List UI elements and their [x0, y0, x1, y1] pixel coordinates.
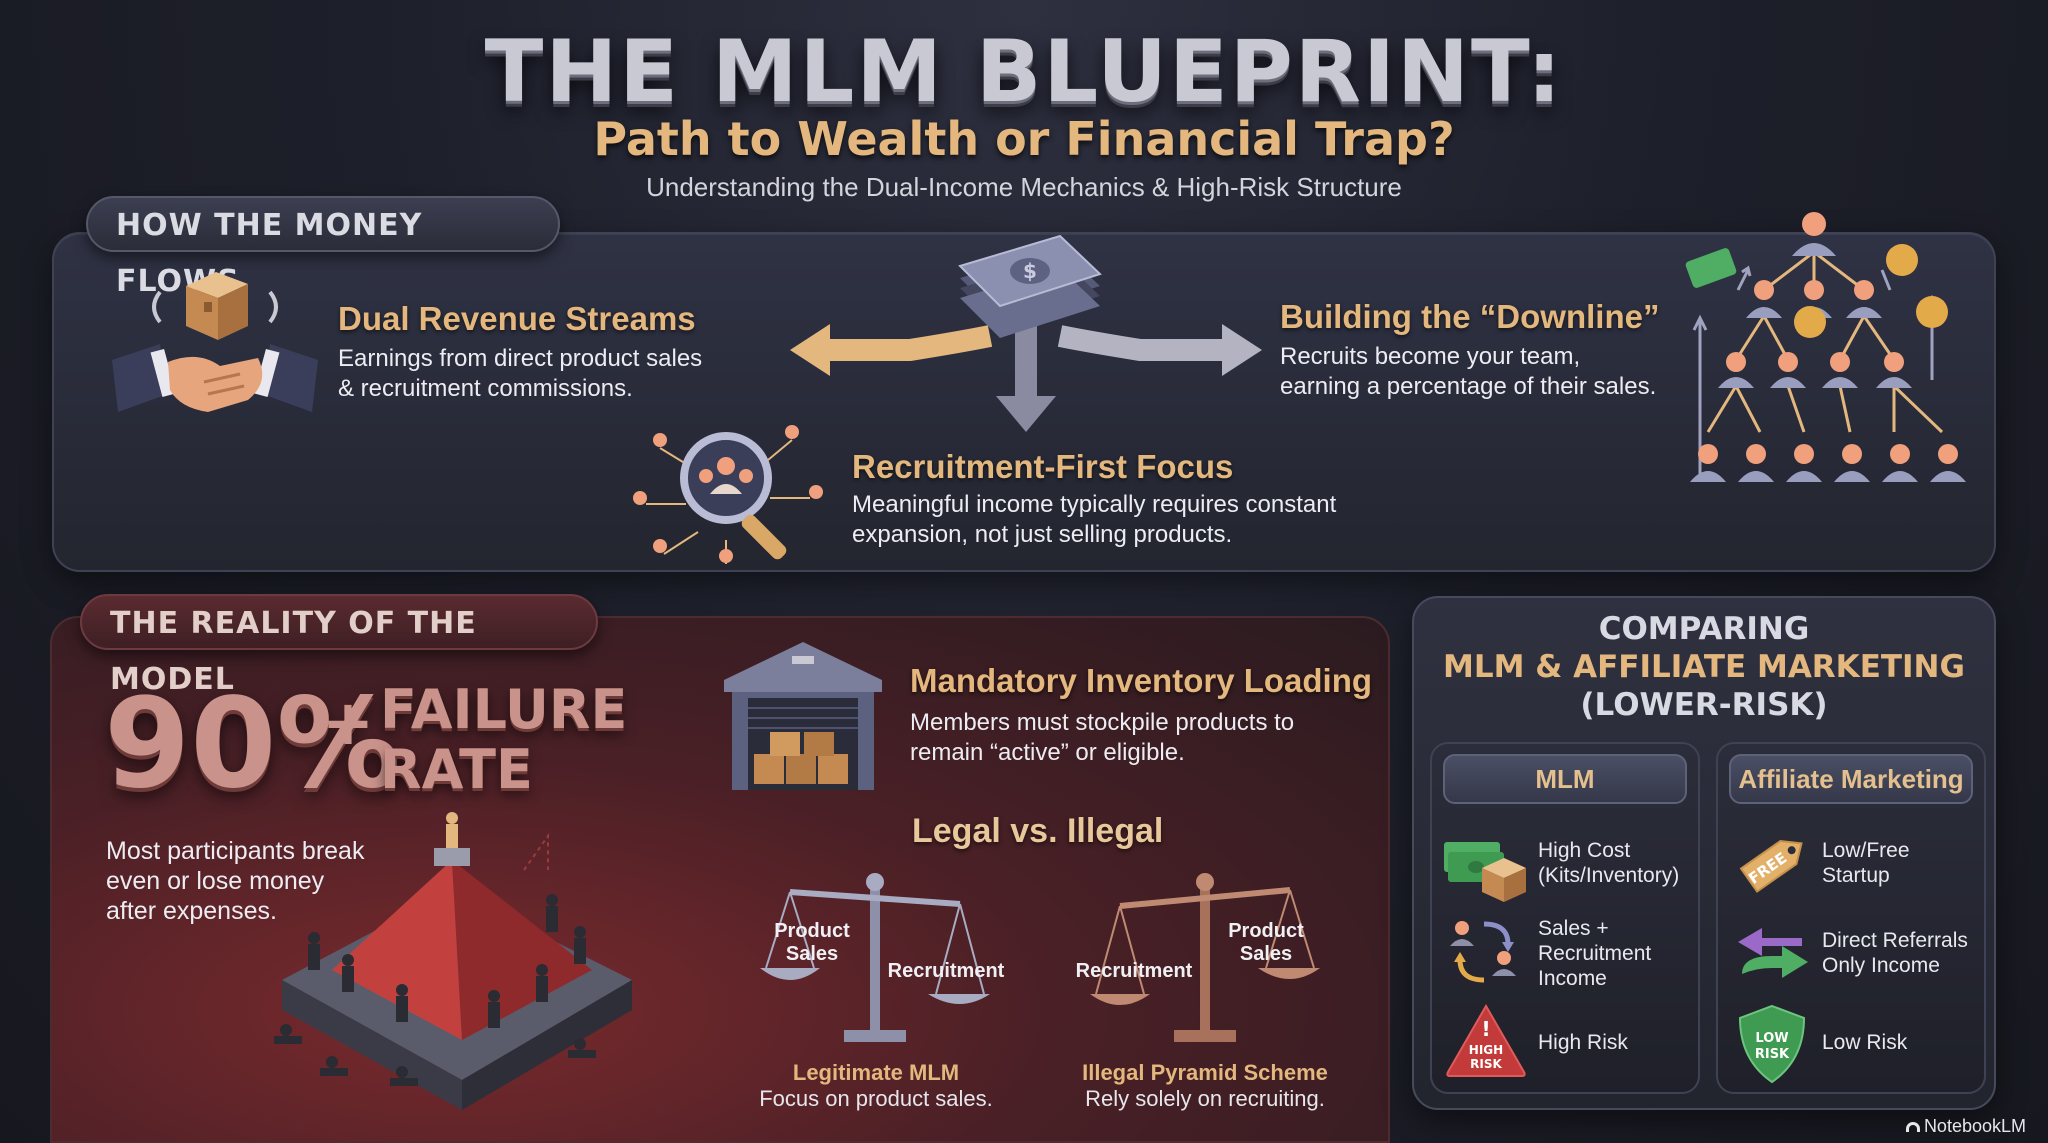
affiliate-income-line-2: Only Income — [1822, 954, 1940, 977]
illegal-caption: Illegal Pyramid Scheme — [1082, 1060, 1328, 1085]
low-risk-badge-line-2: RISK — [1755, 1047, 1790, 1062]
low-risk-shield-icon: LOW RISK — [1738, 1004, 1806, 1084]
illegal-pan-product-line-2: Sales — [1239, 943, 1293, 965]
legit-sub: Focus on product sales. — [759, 1086, 993, 1111]
affiliate-income-line-1: Direct Referrals — [1822, 929, 1968, 952]
free-tag-icon: FREE — [1739, 840, 1803, 893]
subtitle: Path to Wealth or Financial Trap? — [593, 112, 1455, 166]
legitimate-scale-icon — [760, 873, 990, 1042]
recruitment-magnifier-icon — [633, 425, 823, 564]
direct-referral-arrows-icon — [1738, 928, 1808, 978]
failure-desc-line-2: even or lose money — [106, 867, 325, 895]
downline-line-1: Recruits become your team, — [1280, 343, 1581, 370]
handshake-icon — [112, 272, 318, 412]
affiliate-cost-line-2: Startup — [1822, 864, 1890, 887]
high-risk-warning-icon: ! HIGH RISK — [1446, 1003, 1526, 1077]
compare-title-line-3: (LOWER-RISK) — [1580, 687, 1828, 723]
legit-pan-recruitment: Recruitment — [887, 960, 1005, 982]
failure-desc-line-1: Most participants break — [106, 837, 365, 865]
failure-desc-line-3: after expenses. — [106, 897, 277, 925]
notebooklm-logo-icon — [1905, 1122, 1920, 1133]
recruitment-title: Recruitment-First Focus — [852, 448, 1234, 485]
downline-network-icon — [1685, 212, 1966, 482]
illegal-pan-recruitment: Recruitment — [1075, 960, 1193, 982]
legit-pan-product-line-1: Product — [774, 920, 850, 942]
failure-rate-line-1: FAILURE — [380, 678, 628, 741]
inventory-desc: Members must stockpile products to remai… — [910, 708, 1294, 768]
high-risk-badge-line-1: HIGH — [1469, 1043, 1503, 1057]
recruitment-desc: Meaningful income typically requires con… — [852, 490, 1336, 550]
downline-title: Building the “Downline” — [1280, 298, 1660, 335]
compare-title: COMPARING MLM & AFFILIATE MARKETING (LOW… — [1412, 610, 1996, 724]
mlm-income-line-1: Sales + — [1538, 917, 1609, 940]
illegal-pan-product-line-1: Product — [1228, 920, 1304, 942]
downline-line-2: earning a percentage of their sales. — [1280, 373, 1657, 400]
illegal-pan-product-sales: Product Sales — [1220, 920, 1312, 966]
mlm-column-head: MLM — [1443, 754, 1687, 804]
failure-rate-line-2: RATE — [380, 738, 533, 801]
low-risk-badge-line-1: LOW — [1755, 1031, 1788, 1046]
main-title: THE MLM BLUEPRINT: — [484, 22, 1564, 122]
sales-recruitment-cycle-icon — [1450, 921, 1516, 983]
failure-rate-label: FAILURE RATE — [380, 680, 630, 800]
illegal-scale-icon — [1090, 873, 1320, 1042]
mlm-income-line-2: Recruitment — [1538, 942, 1652, 965]
dual-revenue-title: Dual Revenue Streams — [338, 300, 696, 337]
mlm-income-text: Sales + Recruitment Income — [1538, 916, 1651, 991]
affiliate-cost-text: Low/Free Startup — [1822, 838, 1910, 888]
tagline: Understanding the Dual-Income Mechanics … — [646, 172, 1402, 202]
compare-title-line-2: MLM & AFFILIATE MARKETING — [1443, 649, 1965, 685]
recruitment-line-1: Meaningful income typically requires con… — [852, 491, 1337, 518]
legit-caption: Legitimate MLM — [792, 1060, 960, 1085]
reality-label: THE REALITY OF THE MODEL — [80, 594, 598, 697]
affiliate-income-text: Direct Referrals Only Income — [1822, 928, 1968, 978]
warehouse-icon — [724, 642, 882, 790]
inventory-line-2: remain “active” or eligible. — [910, 739, 1185, 766]
svg-text:!: ! — [1481, 1017, 1490, 1041]
money-flow-arrows-icon: $ — [790, 234, 1262, 432]
reality-panel — [50, 616, 1390, 1143]
legit-pan-product-sales: Product Sales — [766, 920, 858, 966]
mlm-cost-line-2: (Kits/Inventory) — [1538, 864, 1680, 887]
mlm-cost-text: High Cost (Kits/Inventory) — [1538, 838, 1679, 888]
failure-stat-plus: + — [322, 686, 374, 759]
high-risk-badge-line-2: RISK — [1470, 1057, 1502, 1071]
failure-desc: Most participants break even or lose mon… — [106, 836, 364, 926]
affiliate-risk-text: Low Risk — [1822, 1031, 1908, 1054]
downline-desc: Recruits become your team, earning a per… — [1280, 342, 1656, 402]
dual-revenue-line-2: & recruitment commissions. — [338, 375, 633, 402]
inventory-title: Mandatory Inventory Loading — [910, 662, 1373, 699]
cash-box-icon — [1444, 842, 1526, 902]
legal-vs-illegal-title: Legal vs. Illegal — [912, 812, 1164, 850]
mlm-income-line-3: Income — [1538, 967, 1607, 990]
recruitment-line-2: expansion, not just selling products. — [852, 521, 1233, 548]
mlm-risk-text: High Risk — [1538, 1031, 1628, 1054]
affiliate-cost-line-1: Low/Free — [1822, 839, 1910, 862]
mlm-cost-line-1: High Cost — [1538, 839, 1631, 862]
affiliate-column-head: Affiliate Marketing — [1729, 754, 1973, 804]
legit-pan-product-line-2: Sales — [785, 943, 839, 965]
dual-revenue-desc: Earnings from direct product sales & rec… — [338, 344, 702, 404]
failure-stat-value: 90% — [104, 672, 401, 816]
failing-pyramid-icon — [274, 812, 632, 1110]
money-flows-label: HOW THE MONEY FLOWS — [86, 196, 560, 299]
illegal-sub: Rely solely on recruiting. — [1085, 1086, 1325, 1111]
notebooklm-brand: NotebookLM — [1905, 1116, 2026, 1137]
svg-text:$: $ — [1023, 259, 1037, 283]
dual-revenue-line-1: Earnings from direct product sales — [338, 345, 703, 372]
compare-title-line-1: COMPARING — [1598, 611, 1810, 647]
notebooklm-brand-text: NotebookLM — [1923, 1116, 2026, 1136]
inventory-line-1: Members must stockpile products to — [910, 709, 1295, 736]
